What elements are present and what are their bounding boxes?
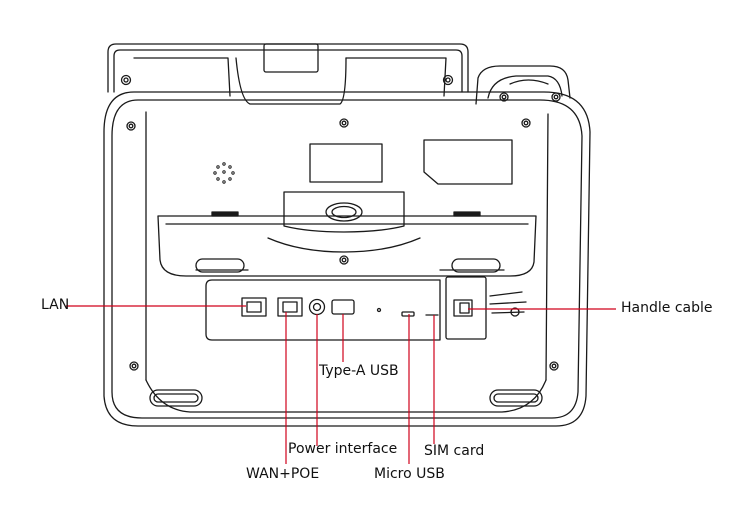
leader-lines bbox=[66, 305, 616, 464]
foot-right bbox=[489, 389, 543, 407]
foot-left bbox=[149, 389, 203, 407]
speaker-grille bbox=[213, 162, 235, 184]
label-wan-poe: WAN+POE bbox=[246, 466, 320, 482]
label-area-left bbox=[309, 143, 383, 183]
lan-port bbox=[241, 297, 267, 317]
label-type-a-usb: Type-A USB bbox=[319, 363, 399, 379]
label-sim-card: SIM card bbox=[424, 443, 485, 459]
power-port bbox=[308, 298, 326, 316]
stand-foot-bar bbox=[157, 211, 537, 277]
label-lan: LAN bbox=[41, 297, 70, 313]
label-power-interface: Power interface bbox=[288, 441, 398, 457]
top-stand bbox=[107, 43, 469, 105]
label-handle-cable: Handle cable bbox=[621, 300, 713, 316]
connector-panel bbox=[205, 279, 441, 341]
micro-usb-port bbox=[401, 311, 415, 317]
handset-jack bbox=[445, 276, 527, 340]
handset-cradle bbox=[475, 65, 571, 105]
type-a-usb-port bbox=[331, 299, 355, 315]
label-micro-usb: Micro USB bbox=[374, 466, 445, 482]
label-area-right bbox=[423, 139, 513, 185]
stand-tab bbox=[283, 191, 405, 233]
wan-poe-port bbox=[277, 297, 303, 317]
phone-body bbox=[103, 91, 591, 427]
